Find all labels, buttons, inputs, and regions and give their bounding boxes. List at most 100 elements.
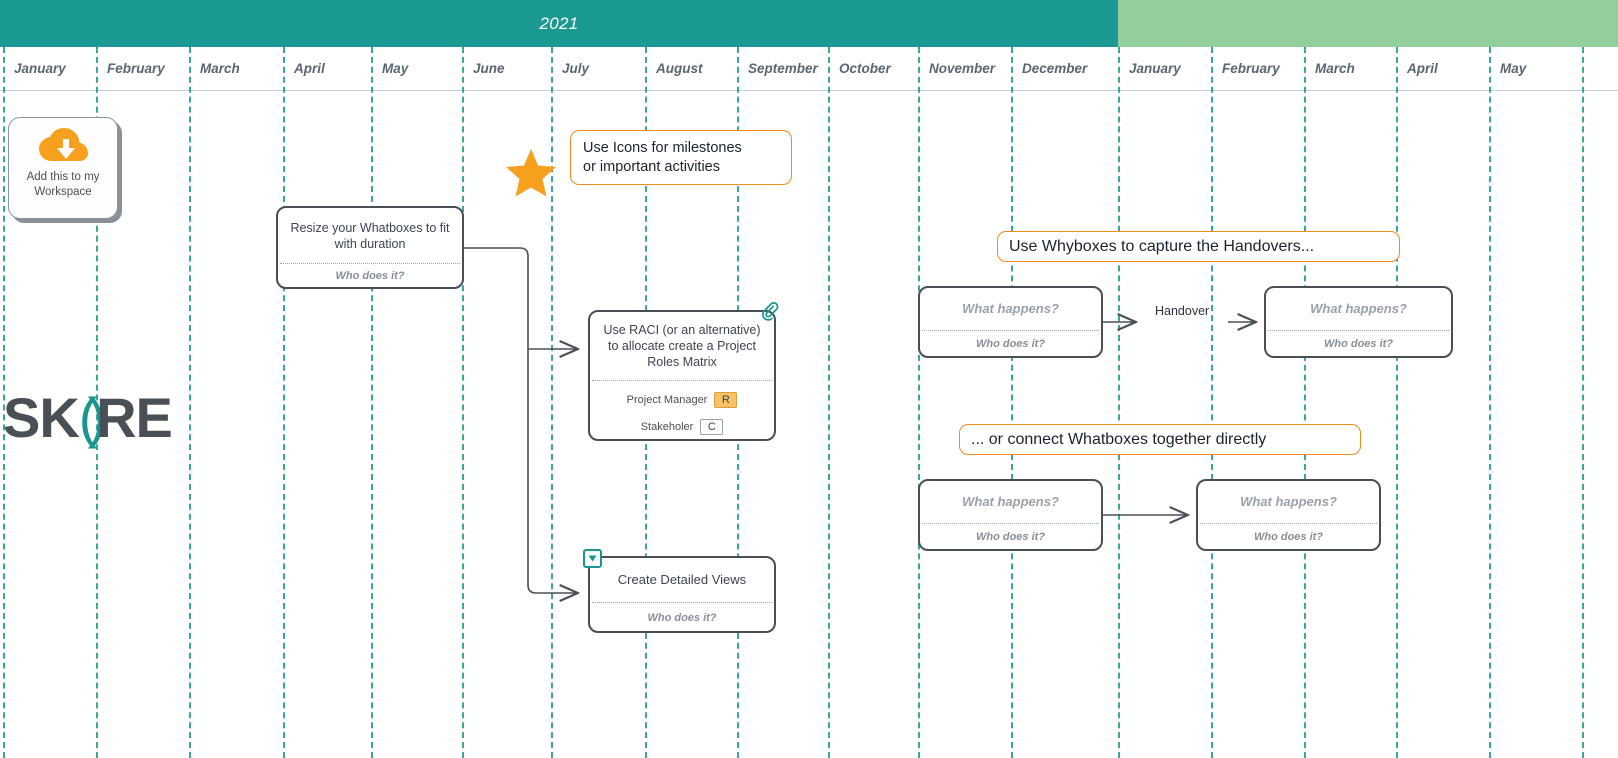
raci-role-label: Stakeholer	[640, 421, 694, 433]
month-label: January	[1129, 61, 1181, 76]
node-who-does-it: Who does it?	[975, 338, 1046, 350]
ws-label-line2: Workspace	[34, 186, 92, 198]
raci-role-label: Project Manager	[626, 394, 708, 406]
node-who-does-it: Who does it?	[647, 611, 717, 624]
month-cell-april-3[interactable]: April	[283, 47, 371, 90]
node-title: Create Detailed Views	[617, 572, 747, 587]
grid-line-17	[1582, 47, 1584, 758]
year-bar: 2021	[0, 0, 1618, 47]
grid-line-10	[918, 47, 920, 758]
drilldown-icon[interactable]	[583, 549, 602, 568]
callout-connect[interactable]: ... or connect Whatboxes together direct…	[959, 424, 1361, 455]
node-divider	[592, 380, 772, 381]
node-what-happens-2[interactable]: What happens? Who does it?	[1264, 286, 1453, 358]
month-label: November	[929, 61, 996, 76]
grid-line-14	[1304, 47, 1306, 758]
logo-part1: SK	[3, 386, 80, 449]
month-label: March	[1315, 61, 1355, 76]
grid-line-15	[1396, 47, 1398, 758]
callout-text: ... or connect Whatboxes together direct…	[971, 430, 1267, 448]
raci-row[interactable]: Project Manager R	[590, 392, 774, 408]
callout-whyboxes[interactable]: Use Whyboxes to capture the Handovers...	[997, 231, 1400, 262]
node-title: Use RACI (or an alternative) to allocate…	[603, 323, 761, 369]
callout-line-2: or important activities	[583, 158, 720, 175]
month-cell-january-0[interactable]: January	[3, 47, 96, 90]
node-who-does-it: Who does it?	[1323, 338, 1394, 350]
skore-logo: SK()RE	[3, 390, 173, 446]
month-cell-august-7[interactable]: August	[645, 47, 737, 90]
year-segment-2[interactable]	[1118, 0, 1618, 47]
year-segment-1[interactable]: 2021	[0, 0, 1118, 47]
logo-part2: RE	[96, 386, 173, 449]
month-label: August	[656, 61, 703, 76]
month-cell-september-8[interactable]: September	[737, 47, 828, 90]
month-cell-may-4[interactable]: May	[371, 47, 462, 90]
grid-line-12	[1118, 47, 1120, 758]
month-cell-november-10[interactable]: November	[918, 47, 1011, 90]
node-who-does-it: Who does it?	[1253, 531, 1324, 543]
raci-row[interactable]: Stakeholer C	[590, 419, 774, 435]
node-what-happens-3[interactable]: What happens? Who does it?	[918, 479, 1103, 551]
logo-paren-close: )	[87, 386, 105, 449]
month-label: May	[382, 61, 409, 76]
node-who-does-it: Who does it?	[975, 531, 1046, 543]
month-label: September	[748, 61, 818, 76]
grid-line-3	[283, 47, 285, 758]
month-label: February	[107, 61, 165, 76]
add-to-workspace-label: Add this to my Workspace	[9, 170, 117, 200]
add-to-workspace-button[interactable]: Add this to my Workspace	[8, 117, 118, 219]
month-cell-february-1[interactable]: February	[96, 47, 189, 90]
grid-line-16	[1489, 47, 1491, 758]
grid-line-4	[371, 47, 373, 758]
month-label: July	[562, 61, 590, 76]
month-label: February	[1222, 61, 1280, 76]
month-label: January	[14, 61, 66, 76]
grid-line-2	[189, 47, 191, 758]
month-cell-january-12[interactable]: January	[1118, 47, 1211, 90]
grid-line-0	[3, 47, 5, 758]
raci-code-badge: C	[700, 419, 724, 435]
star-icon[interactable]	[505, 148, 557, 203]
month-cell-february-13[interactable]: February	[1211, 47, 1304, 90]
callout-text: Use Icons for milestones or important act…	[583, 139, 742, 177]
month-cell-december-11[interactable]: December	[1011, 47, 1118, 90]
raci-code-badge: R	[714, 392, 738, 408]
node-divider	[922, 330, 1099, 331]
month-cell-march-14[interactable]: March	[1304, 47, 1396, 90]
node-title: What happens?	[1240, 494, 1337, 509]
node-what-happens-1[interactable]: What happens? Who does it?	[918, 286, 1103, 358]
callout-icons[interactable]: Use Icons for milestones or important act…	[570, 130, 792, 185]
node-title: What happens?	[1310, 301, 1407, 316]
callout-text: Use Whyboxes to capture the Handovers...	[1009, 237, 1315, 255]
month-label: May	[1500, 61, 1527, 76]
paperclip-icon[interactable]	[758, 301, 780, 323]
node-divider	[592, 602, 772, 603]
node-title: What happens?	[962, 301, 1059, 316]
callout-line-1: Use Icons for milestones	[583, 139, 742, 156]
grid-line-5	[462, 47, 464, 758]
month-cell-march-2[interactable]: March	[189, 47, 283, 90]
node-title: What happens?	[962, 494, 1059, 509]
node-raci[interactable]: Use RACI (or an alternative) to allocate…	[588, 302, 779, 441]
month-label: December	[1022, 61, 1088, 76]
grid-line-9	[828, 47, 830, 758]
grid-line-1	[96, 47, 98, 758]
month-cell-july-6[interactable]: July	[551, 47, 645, 90]
year-label: 2021	[539, 13, 579, 33]
month-cell-april-15[interactable]: April	[1396, 47, 1489, 90]
node-resize[interactable]: Resize your Whatboxes to fit with durati…	[276, 206, 464, 289]
month-label: April	[1407, 61, 1438, 76]
node-divider	[1200, 523, 1377, 524]
month-cell-june-5[interactable]: June	[462, 47, 551, 90]
month-cell-october-9[interactable]: October	[828, 47, 918, 90]
ws-label-line1: Add this to my	[26, 171, 100, 183]
cloud-download-icon	[38, 128, 88, 171]
node-what-happens-4[interactable]: What happens? Who does it?	[1196, 479, 1381, 551]
node-divider	[922, 523, 1099, 524]
month-label: March	[200, 61, 240, 76]
month-cell-may-16[interactable]: May	[1489, 47, 1582, 90]
edge-resize-to-detailed-views	[527, 349, 578, 593]
